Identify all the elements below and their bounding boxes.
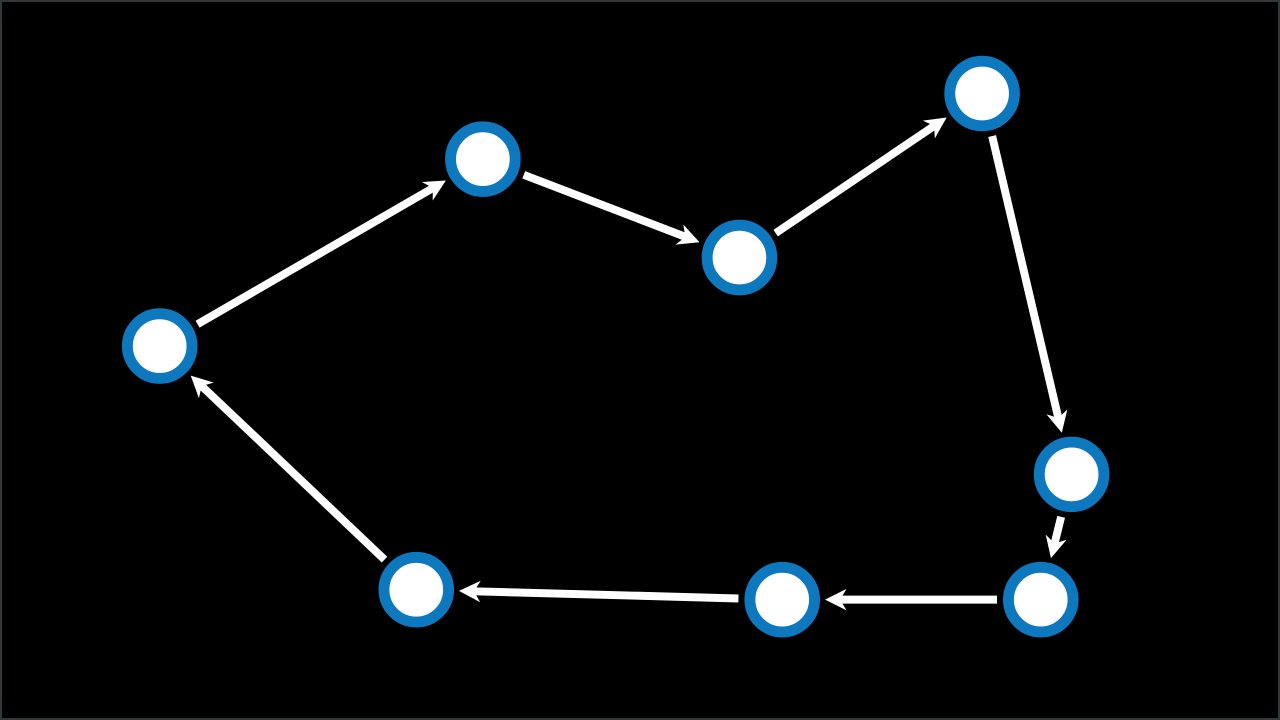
graph-edge-node-bottom-mid-to-node-bottom-left xyxy=(458,580,739,603)
graph-node-bottom-mid xyxy=(744,561,820,638)
graph-node-left xyxy=(121,308,198,384)
graph-node-bottom-right xyxy=(1002,561,1079,638)
graph-edges-layer xyxy=(190,117,1068,611)
graph-nodes-layer xyxy=(121,55,1110,638)
graph-node-bottom-left xyxy=(378,551,455,628)
graph-edge-node-center-to-node-top-right xyxy=(773,117,947,237)
graph-node-right xyxy=(1033,436,1110,513)
graph-node-top-right xyxy=(944,55,1020,132)
graph-node-center xyxy=(701,219,778,296)
graph-edge-node-top-right-to-node-right xyxy=(988,135,1068,433)
graph-edge-node-upper-mid-to-node-center xyxy=(522,171,700,245)
graph-edge-node-bottom-left-to-node-left xyxy=(190,375,388,563)
graph-edge-node-left-to-node-upper-mid xyxy=(195,180,446,328)
graph-node-upper-mid xyxy=(445,121,521,197)
graph-edge-node-right-to-node-bottom-right xyxy=(1045,515,1067,559)
